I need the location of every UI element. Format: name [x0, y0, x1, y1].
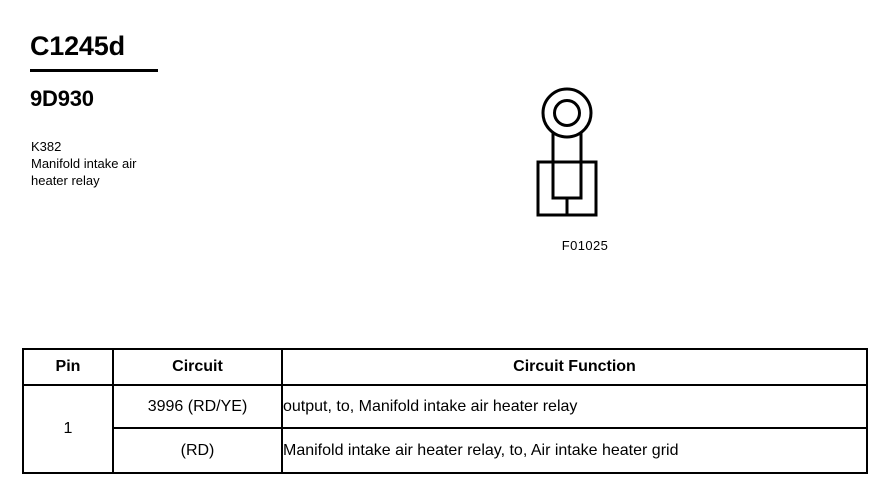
- part-number: 9D930: [30, 86, 94, 111]
- connector-id-underline: [30, 69, 158, 72]
- ring-inner-circle: [553, 99, 581, 127]
- cell-circuit-function: output, to, Manifold intake air heater r…: [281, 384, 868, 429]
- column-header-circuit-function: Circuit Function: [281, 348, 868, 386]
- ring-terminal-icon: [536, 87, 598, 217]
- table-row: 1 3996 (RD/YE) output, to, Manifold inta…: [22, 384, 868, 474]
- table-header-row: Pin Circuit Circuit Function: [22, 348, 868, 386]
- component-description: K382 Manifold intake air heater relay: [31, 138, 137, 189]
- wire-channel: [551, 162, 583, 200]
- column-header-pin: Pin: [22, 348, 114, 386]
- component-description-line-2: heater relay: [31, 173, 100, 188]
- ring-outer-circle: [541, 87, 593, 139]
- column-header-circuit: Circuit: [112, 348, 283, 386]
- connector-id: C1245d: [30, 31, 125, 61]
- cell-circuit-function: Manifold intake air heater relay, to, Ai…: [281, 427, 868, 474]
- component-description-line-1: Manifold intake air: [31, 156, 137, 171]
- pin-assignment-table: Pin Circuit Circuit Function 1 3996 (RD/…: [22, 348, 868, 474]
- cell-pin-number: 1: [22, 384, 114, 474]
- table-row: (RD) Manifold intake air heater relay, t…: [23, 427, 868, 474]
- terminal-illustration: [520, 78, 650, 263]
- component-code: K382: [31, 139, 62, 154]
- cell-circuit-id: 3996 (RD/YE): [112, 384, 283, 429]
- figure-code-label: F01025: [561, 238, 609, 253]
- cell-circuit-id: (RD): [112, 427, 283, 474]
